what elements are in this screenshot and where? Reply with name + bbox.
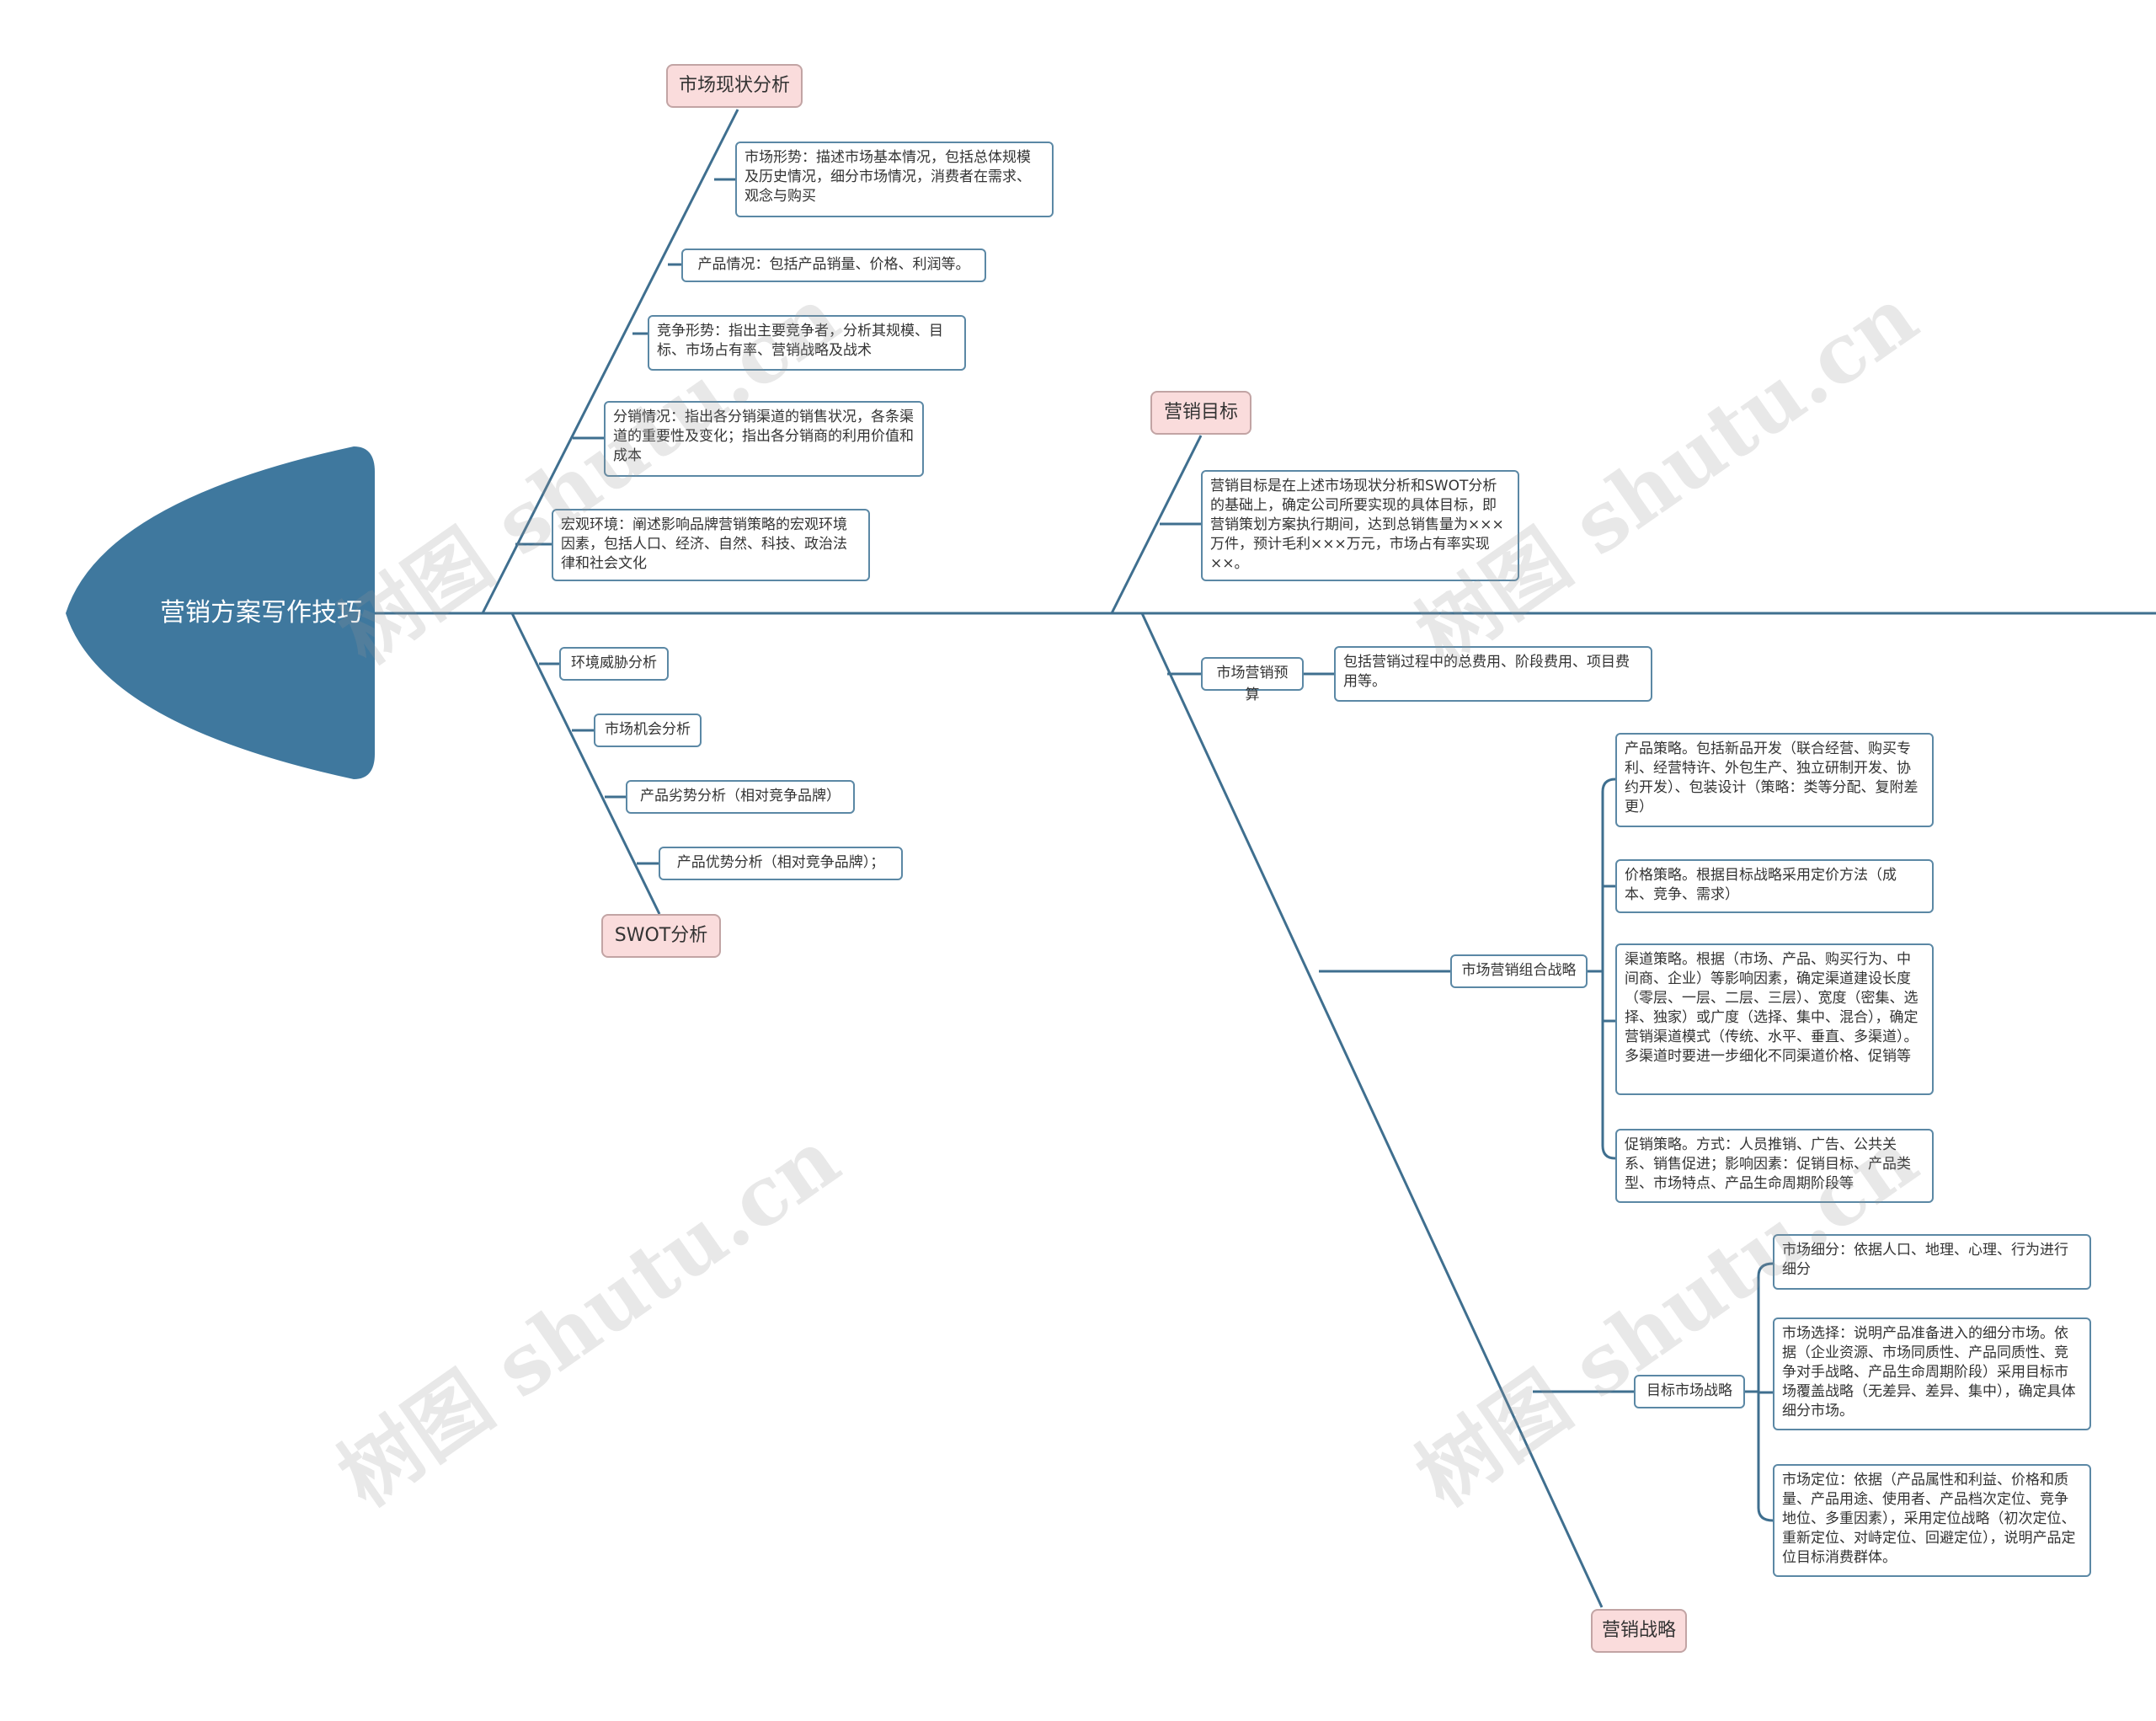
market-status-item[interactable]: 竞争形势：指出主要竞争者，分析其规模、目标、市场占有率、营销战略及战术: [648, 315, 966, 371]
target-label[interactable]: 目标市场战略: [1634, 1375, 1745, 1408]
swot-item[interactable]: 产品劣势分析（相对竞争品牌）: [626, 780, 855, 814]
main-title: 营销方案写作技巧: [160, 598, 362, 628]
swot-item[interactable]: 市场机会分析: [594, 714, 702, 747]
budget-detail[interactable]: 包括营销过程中的总费用、阶段费用、项目费用等。: [1334, 646, 1652, 702]
category-market-status[interactable]: 市场现状分析: [666, 64, 803, 108]
category-marketing-strategy[interactable]: 营销战略: [1591, 1609, 1687, 1653]
budget-label[interactable]: 市场营销预算: [1201, 657, 1304, 703]
target-item[interactable]: 市场选择：说明产品准备进入的细分市场。依据（企业资源、市场同质性、产品同质性、竞…: [1773, 1317, 2091, 1430]
category-swot[interactable]: SWOT分析: [601, 914, 721, 958]
branch-market-status: [481, 109, 739, 614]
mix-item[interactable]: 产品策略。包括新品开发（联合经营、购买专利、经营特许、外包生产、独立研制开发、协…: [1615, 733, 1934, 827]
branch-marketing-strategy: [1140, 612, 1604, 1608]
target-item[interactable]: 市场细分：依据人口、地理、心理、行为进行细分: [1773, 1234, 2091, 1290]
mix-item[interactable]: 渠道策略。根据（市场、产品、购买行为、中间商、企业）等影响因素，确定渠道建设长度…: [1615, 943, 1934, 1095]
fish-head-shape: [66, 446, 375, 779]
mix-item[interactable]: 促销策略。方式：人员推销、广告、公共关系、销售促进；影响因素：促销目标、产品类型…: [1615, 1129, 1934, 1203]
market-status-item[interactable]: 宏观环境：阐述影响品牌营销策略的宏观环境因素，包括人口、经济、自然、科技、政治法…: [552, 509, 870, 581]
mix-label[interactable]: 市场营销组合战略: [1450, 954, 1588, 988]
swot-item[interactable]: 产品优势分析（相对竞争品牌）；: [659, 847, 903, 880]
market-status-item[interactable]: 市场形势：描述市场基本情况，包括总体规模及历史情况，细分市场情况，消费者在需求、…: [735, 142, 1054, 217]
target-item[interactable]: 市场定位：依据（产品属性和利益、价格和质量、产品用途、使用者、产品档次定位、竞争…: [1773, 1464, 2091, 1577]
mix-item[interactable]: 价格策略。根据目标战略采用定价方法（成本、竞争、需求）: [1615, 859, 1934, 913]
market-status-item[interactable]: 产品情况：包括产品销量、价格、利润等。: [681, 249, 986, 282]
swot-item[interactable]: 环境威胁分析: [559, 647, 669, 681]
branch-swot: [510, 612, 661, 915]
branch-marketing-goal: [1110, 435, 1203, 614]
category-marketing-goal[interactable]: 营销目标: [1150, 391, 1251, 435]
marketing-goal-text[interactable]: 营销目标是在上述市场现状分析和SWOT分析的基础上，确定公司所要实现的具体目标，…: [1201, 470, 1519, 581]
market-status-item[interactable]: 分销情况：指出各分销渠道的销售状况，各条渠道的重要性及变化；指出各分销商的利用价…: [604, 401, 924, 477]
